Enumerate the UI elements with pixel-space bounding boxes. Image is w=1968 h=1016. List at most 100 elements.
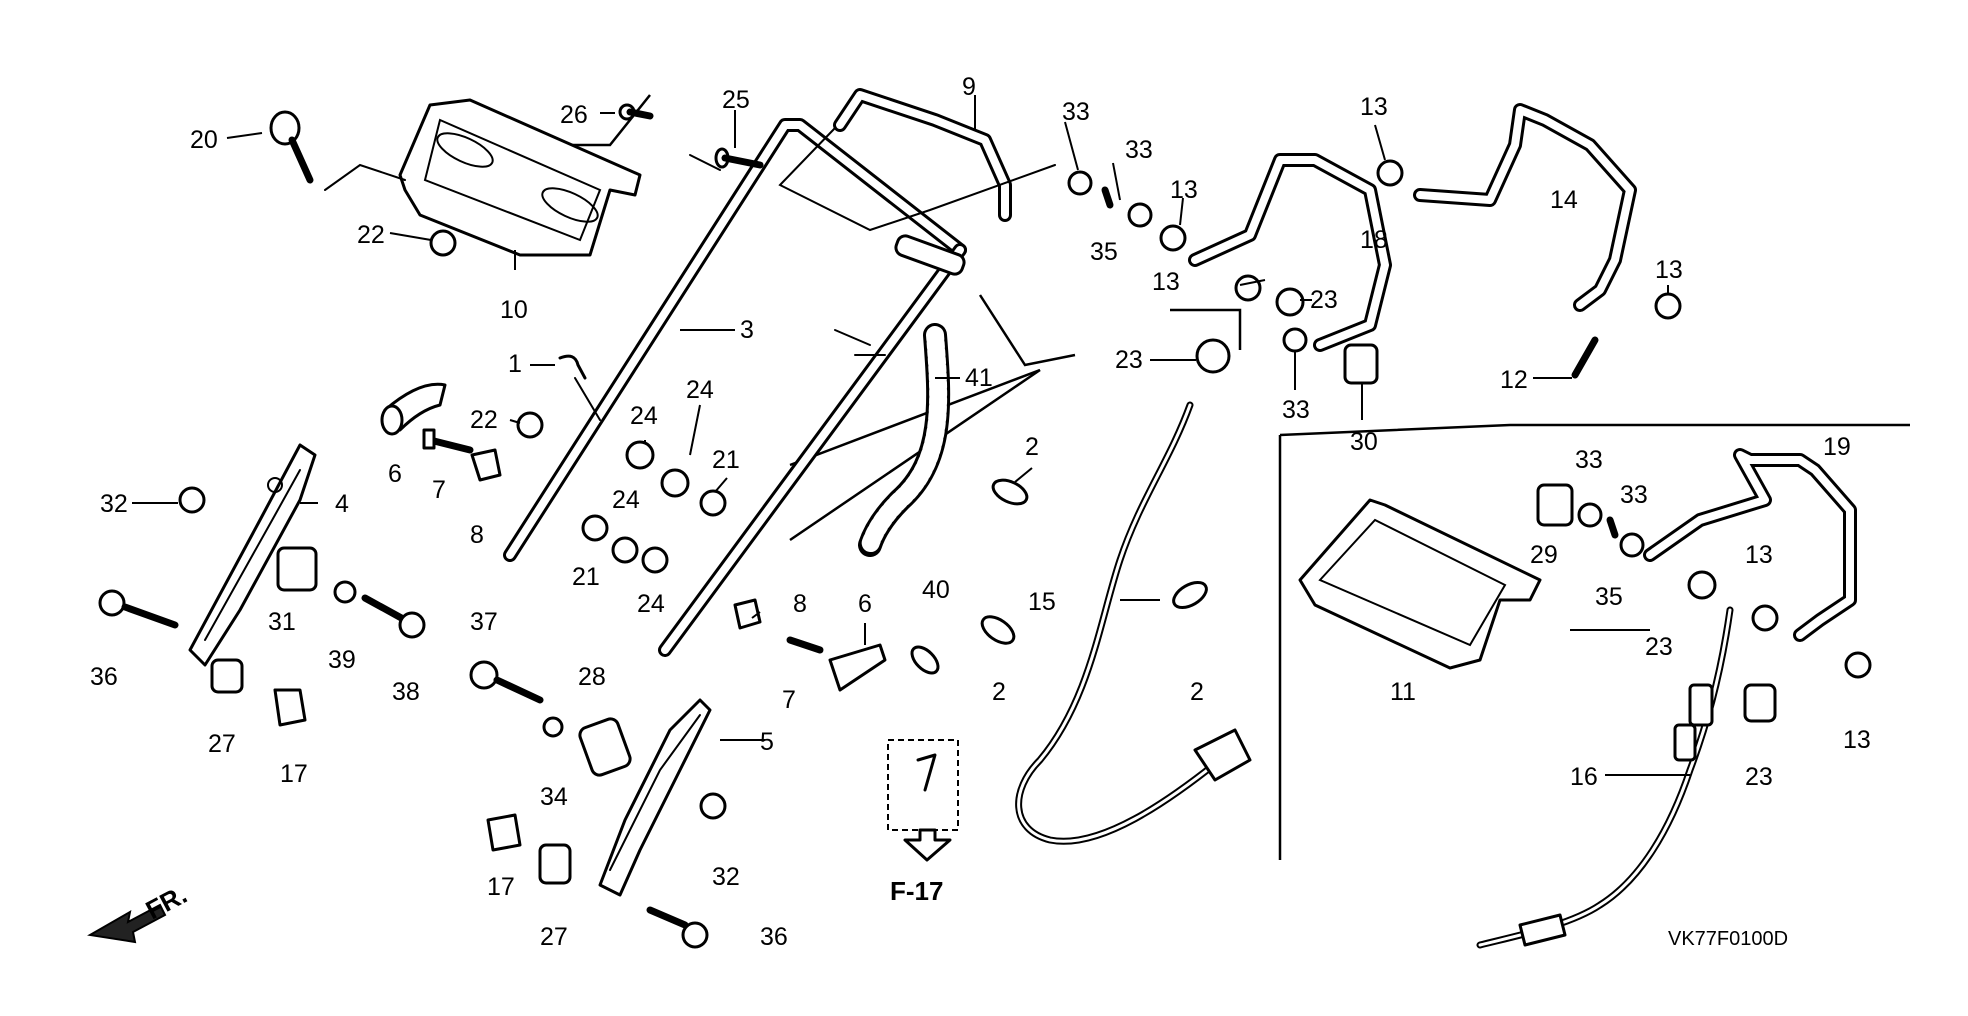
callout-16: 16: [1570, 763, 1598, 791]
pin-part-35-top: [1101, 186, 1114, 209]
callout-13-a: 13: [1170, 176, 1198, 204]
callout-2-b: 2: [992, 678, 1006, 706]
lever-part-14: [1413, 103, 1637, 312]
console-cover-part-10: [398, 98, 642, 257]
callout-23-d: 23: [1745, 763, 1773, 791]
callout-2-c: 2: [1190, 678, 1204, 706]
callout-17-left: 17: [280, 760, 308, 788]
callout-33-e: 33: [1620, 481, 1648, 509]
bolt-part-36-right: [646, 906, 709, 949]
callout-27-right: 27: [540, 923, 568, 951]
callout-23-b: 23: [1115, 346, 1143, 374]
main-handle-part-3: [503, 118, 967, 657]
spacer-part-28: [578, 717, 632, 777]
callout-5: 5: [760, 728, 774, 756]
spring-part-12: [1571, 336, 1599, 379]
spacer-part-30: [1343, 343, 1379, 385]
clip-part-1: [558, 354, 601, 421]
callout-14: 14: [1550, 186, 1578, 214]
callout-13-e: 13: [1745, 541, 1773, 569]
callout-13-c: 13: [1360, 93, 1388, 121]
bolt-part-7-right: [786, 636, 824, 654]
lever-part-18: [1188, 153, 1392, 352]
clip-part-2-a: [991, 478, 1029, 506]
washer-part-24-a: [625, 440, 655, 470]
bracket-part-5: [598, 698, 712, 897]
callout-22-left: 22: [470, 406, 498, 434]
callout-15: 15: [1028, 588, 1056, 616]
callout-17-right: 17: [487, 873, 515, 901]
nut-part-21-a: [699, 489, 727, 517]
callout-36-left: 36: [90, 663, 118, 691]
callout-29: 29: [1530, 541, 1558, 569]
callout-32-left: 32: [100, 490, 128, 518]
callout-21-b: 21: [572, 563, 600, 591]
washer-part-24-c: [611, 536, 639, 564]
bolt-part-36-left: [98, 589, 179, 629]
cable-part-16: [1476, 606, 1734, 949]
bolt-part-37: [469, 660, 544, 704]
section-dividers: [555, 94, 1910, 860]
lever-part-8-left: [470, 448, 502, 482]
nut-part-22-left: [516, 411, 544, 439]
grip-part-6-left: [380, 382, 447, 436]
diagram-code: VK77F0100D: [1668, 928, 1788, 950]
callout-33-b: 33: [1125, 136, 1153, 164]
callout-4: 4: [335, 490, 349, 518]
callout-21-a: 21: [712, 446, 740, 474]
callout-24-b: 24: [686, 376, 714, 404]
callout-13-d: 13: [1655, 256, 1683, 284]
nut-part-13-e: [1751, 604, 1779, 632]
callout-33-a: 33: [1062, 98, 1090, 126]
bracket-part-4: [188, 443, 317, 667]
bolt-part-25: [714, 147, 764, 169]
washer-part-34: [542, 716, 564, 738]
nut-part-13-b: [1159, 224, 1187, 252]
spacer-part-27-right: [538, 843, 572, 885]
callout-37: 37: [470, 608, 498, 636]
callout-11: 11: [1390, 678, 1416, 706]
nut-part-13-c: [1234, 274, 1262, 302]
clip-part-2-c: [980, 615, 1016, 645]
nut-part-22-top: [429, 229, 457, 257]
callout-7-right: 7: [782, 686, 796, 714]
spacer-part-29: [1536, 483, 1574, 527]
clip-part-2-b: [1172, 581, 1208, 609]
callout-24-a: 24: [630, 402, 658, 430]
callout-9: 9: [962, 73, 976, 101]
callout-41: 41: [965, 364, 993, 392]
callout-40: 40: [922, 576, 950, 604]
callout-35-right: 35: [1595, 583, 1623, 611]
pin-part-35-right: [1606, 516, 1619, 539]
callout-35-top: 35: [1090, 238, 1118, 266]
leader-lines: [132, 95, 1690, 776]
callout-labels: 20 26 25 9 22 10 3 41 1 22 24 24 21 24 2…: [90, 73, 1871, 951]
nut-part-21-b: [581, 514, 609, 542]
callout-28: 28: [578, 663, 606, 691]
knob-bolt-part-20: [269, 110, 406, 191]
screw-part-26: [618, 103, 654, 121]
callout-8-right: 8: [793, 590, 807, 618]
callout-25: 25: [722, 86, 750, 114]
callout-30: 30: [1350, 428, 1378, 456]
callout-27-left: 27: [208, 730, 236, 758]
callout-38: 38: [392, 678, 420, 706]
callout-6-right: 6: [858, 590, 872, 618]
callout-23-c: 23: [1645, 633, 1673, 661]
callout-24-c: 24: [612, 486, 640, 514]
washer-part-39: [333, 580, 357, 604]
collar-part-23-b: [1195, 338, 1231, 374]
callout-1: 1: [508, 350, 522, 378]
callout-32-right: 32: [712, 863, 740, 891]
callout-26: 26: [560, 101, 588, 129]
bolt-part-7-left: [422, 428, 474, 454]
nut-part-13-d: [1654, 292, 1682, 320]
upper-handle-bar-part-9: [778, 88, 1056, 232]
callout-23-a: 23: [1310, 286, 1338, 314]
callout-12: 12: [1500, 366, 1528, 394]
callout-8-left: 8: [470, 521, 484, 549]
callout-36-right: 36: [760, 923, 788, 951]
callout-20: 20: [190, 126, 218, 154]
callout-31: 31: [268, 608, 296, 636]
callout-2-a: 2: [1025, 433, 1039, 461]
